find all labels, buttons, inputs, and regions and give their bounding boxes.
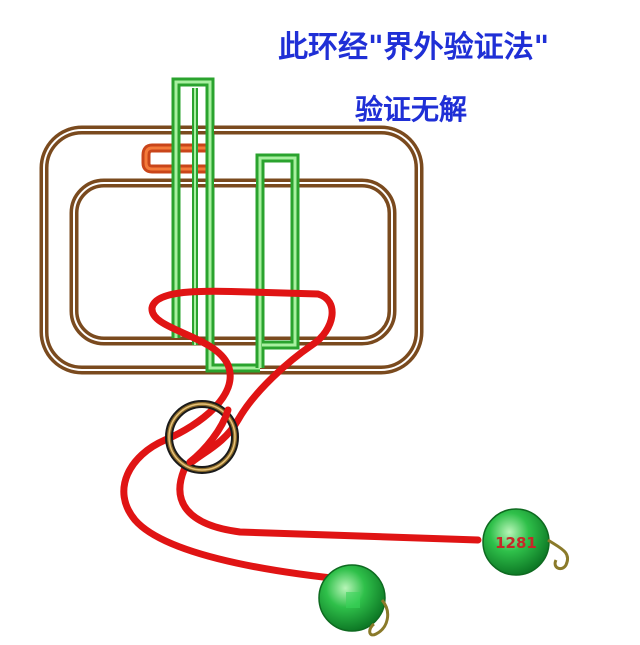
orange-hook: [141, 143, 213, 174]
inner-frame: [69, 178, 397, 346]
left-ball: [318, 564, 390, 637]
ring: [165, 400, 239, 474]
diagram-title: 此环经"界外验证法": [278, 30, 550, 65]
green-wire-right: [255, 153, 300, 368]
diagram-subtitle: 验证无解: [355, 93, 468, 126]
right-ball: 1281: [482, 508, 569, 576]
green-wire-left: [171, 77, 260, 373]
ball-label: 1281: [495, 534, 537, 552]
red-string: [120, 287, 482, 584]
outer-frame: [39, 125, 424, 375]
frame-overlaps: [214, 125, 260, 188]
string-over-ring: [186, 406, 232, 466]
